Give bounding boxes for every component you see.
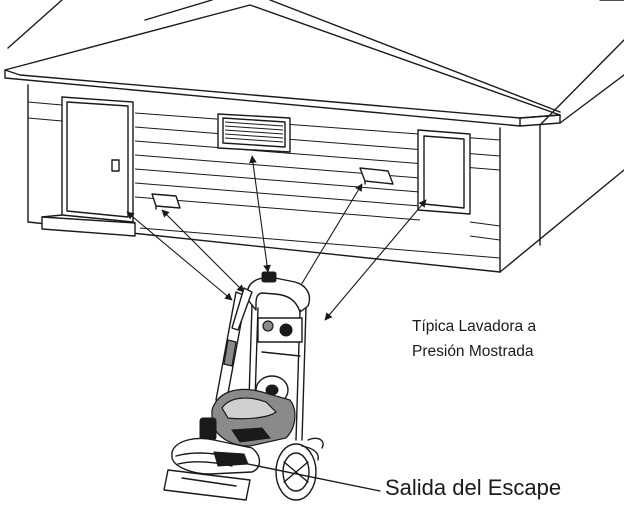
- house-side-wall: [499, 39, 624, 273]
- wall-air-conditioner: [217, 113, 291, 153]
- wall-vent-right: [359, 167, 394, 185]
- typical-caption-line2: Presión Mostrada: [412, 343, 534, 360]
- house-window: [417, 129, 471, 215]
- exhaust-leader-line: [237, 461, 381, 492]
- wall-vent-left: [151, 193, 181, 210]
- house-roof: [4, 0, 624, 127]
- pressure-washer: [163, 271, 324, 501]
- typical-washer-caption: Típica Lavadora a Presión Mostrada: [412, 314, 536, 364]
- exhaust-arrows: [126, 155, 427, 321]
- typical-caption-line1: Típica Lavadora a: [412, 318, 537, 335]
- exhaust-outlet-label: Salida del Escape: [385, 475, 562, 500]
- house-door: [41, 96, 136, 237]
